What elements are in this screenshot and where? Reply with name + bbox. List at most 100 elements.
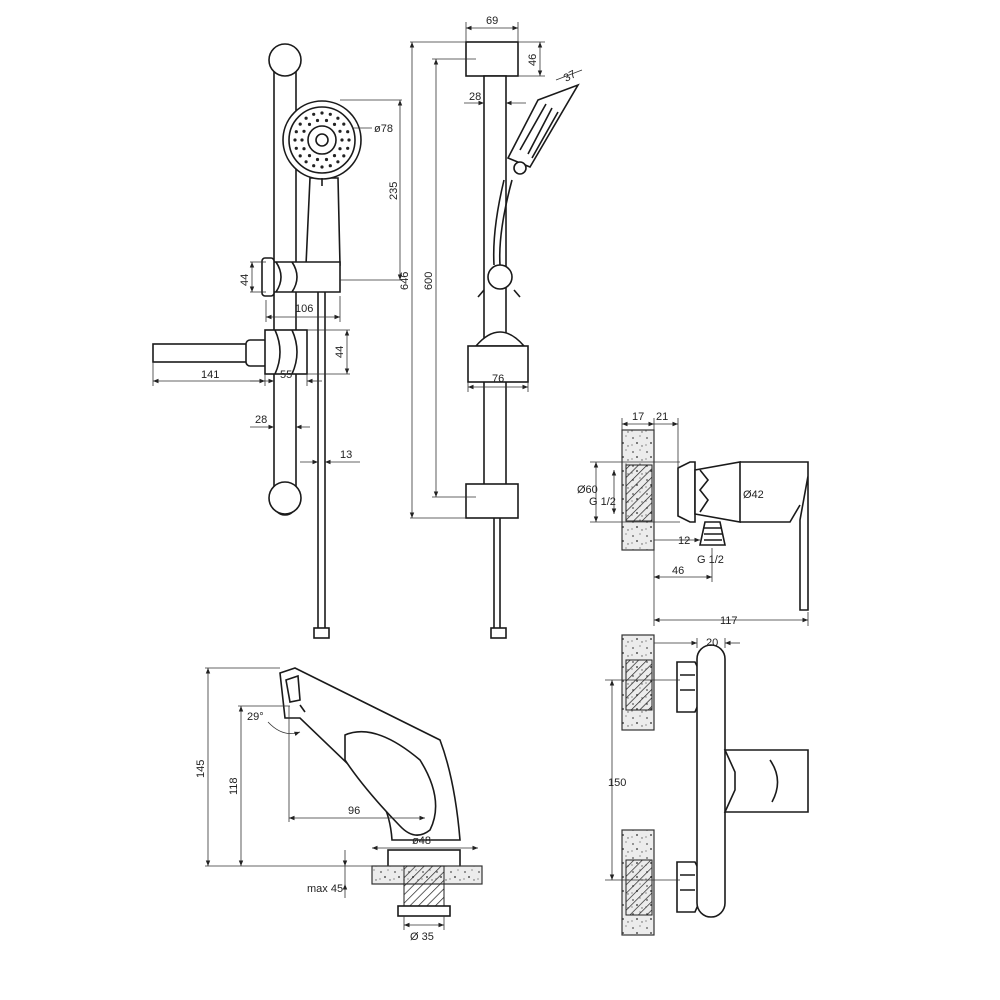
spray-nozzle [347, 138, 351, 142]
basin-lever [344, 730, 437, 836]
spray-nozzle [302, 147, 306, 151]
spray-nozzle [340, 138, 344, 142]
basin-thread [403, 865, 445, 909]
spray-nozzle [312, 112, 316, 116]
dim-thread-dia: Ø 35 [410, 931, 434, 943]
spray-nozzle [332, 154, 337, 158]
side-holder-bracket [467, 331, 529, 383]
wall-mixer-front-view: 20 150 [605, 634, 809, 936]
wall-mixer-front-dimension-lines [605, 638, 740, 881]
dim-headset-width: 69 [486, 15, 498, 27]
spray-nozzle [315, 157, 320, 162]
dim-worktop: max 45 [307, 883, 343, 895]
dim-slider-width: 106 [295, 303, 313, 315]
hose-nut [313, 627, 330, 639]
dim-thread-top: G 1/2 [589, 496, 616, 508]
dim-bracket-width: 76 [492, 373, 504, 385]
spray-nozzle [338, 147, 342, 151]
spray-nozzle [304, 160, 308, 164]
shower-head [282, 100, 362, 266]
spray-nozzle [342, 154, 346, 158]
basin-dimension-lines [205, 667, 478, 930]
dim-centres: 150 [608, 777, 626, 789]
spray-nozzle [315, 118, 320, 123]
spray-nozzle [312, 164, 316, 168]
spray-nozzle [307, 154, 312, 158]
dim-height-145: 145 [195, 760, 207, 778]
spray-nozzle [302, 129, 306, 133]
soap-dish [152, 329, 308, 375]
rail-top-bracket [268, 43, 302, 77]
dim-lever-20: 20 [706, 637, 718, 649]
bottom-wall-bracket [465, 483, 519, 519]
front-lever [723, 749, 809, 813]
spray-nozzle [298, 122, 302, 126]
dim-soap-dish: 141 [201, 369, 219, 381]
dim-thread-bottom: G 1/2 [697, 554, 724, 566]
spray-nozzle [328, 164, 332, 168]
side-hand-shower [492, 83, 580, 266]
spray-nozzle [336, 160, 340, 164]
spray-nozzle [328, 112, 332, 116]
wall-mixer-dimension-lines [590, 418, 809, 626]
wall-mixer-side-view: 17 21 Ø60 G 1/2 Ø42 12 G 1/2 46 117 [577, 411, 809, 627]
shower-rail-side-view: 69 46 28 37 646 600 76 [399, 15, 583, 639]
dim-slider-height: 44 [239, 274, 251, 286]
spray-nozzle [324, 157, 329, 162]
dim-wall-17: 17 [632, 411, 644, 423]
spray-nozzle [320, 165, 324, 169]
dim-offset-12: 12 [678, 535, 690, 547]
upper-connector [676, 661, 699, 713]
spray-nozzle [307, 122, 312, 126]
lower-connector [676, 861, 699, 913]
spray-nozzle [320, 111, 324, 115]
thread-insert [625, 464, 653, 522]
dim-reach: 96 [348, 805, 360, 817]
side-rail [483, 75, 507, 517]
rail-dimension-lines [152, 99, 403, 465]
dim-rail-dia: 28 [469, 91, 481, 103]
dim-holder-height: 44 [334, 346, 346, 358]
spray-nozzle [336, 116, 340, 120]
spray-nozzle [324, 118, 329, 123]
spray-nozzle [300, 138, 304, 142]
lever-handle [740, 461, 809, 611]
dim-hose: 13 [340, 449, 352, 461]
dim-angle: 29° [247, 711, 264, 723]
dim-spacing: 600 [423, 272, 435, 290]
dim-body-dia: Ø42 [743, 489, 764, 501]
rail-bottom-bracket [268, 481, 302, 515]
mixer-bar [696, 644, 726, 918]
dim-total-height: 646 [399, 272, 411, 290]
spray-nozzle [293, 138, 297, 142]
spray-nozzle [346, 130, 350, 134]
spray-nozzle [298, 154, 302, 158]
spray-nozzle [304, 116, 308, 120]
spray-nozzle [342, 122, 346, 126]
shower-rail-front-view: ø78 235 44 106 44 141 55 28 13 [152, 43, 403, 639]
spray-nozzle [346, 146, 350, 150]
dim-holder-offset: 55 [280, 369, 292, 381]
rosette [677, 461, 696, 523]
side-dimension-lines [409, 22, 583, 519]
spray-nozzle [294, 130, 298, 134]
dim-outlet-46: 46 [672, 565, 684, 577]
dim-head-angle: 37 [562, 68, 578, 84]
slider-holder [261, 257, 341, 297]
basin-base [387, 849, 461, 869]
spray-nozzle [332, 122, 337, 126]
dim-head-dia: ø78 [374, 123, 393, 135]
dim-base-dia: ø48 [412, 835, 431, 847]
spray-nozzle [294, 146, 298, 150]
dim-head-height: 235 [388, 182, 400, 200]
dim-rosette: Ø60 [577, 484, 598, 496]
dim-wall-21: 21 [656, 411, 668, 423]
fixing-nut [397, 905, 451, 917]
dim-rail-dia-lower: 28 [255, 414, 267, 426]
basin-mixer-side-view: 29° 145 118 96 ø48 max 45 Ø 35 [195, 667, 483, 943]
dim-headset-height: 46 [527, 54, 539, 66]
dim-total-depth: 117 [720, 615, 738, 627]
spray-nozzle [338, 129, 342, 133]
dim-height-118: 118 [228, 777, 240, 795]
